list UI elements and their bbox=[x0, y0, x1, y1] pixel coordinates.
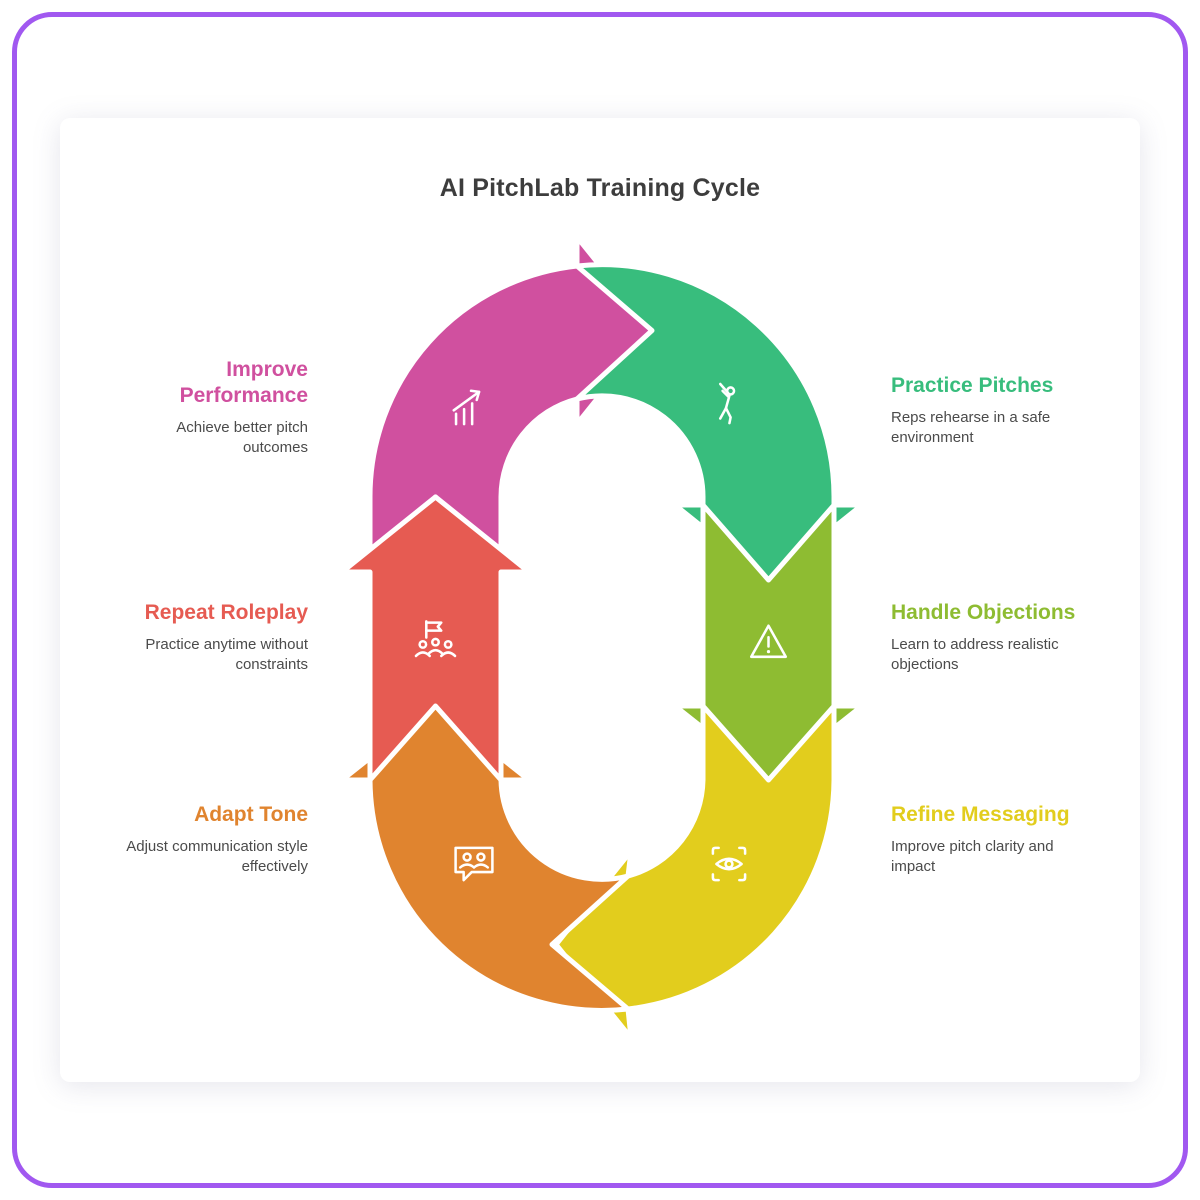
step-label-improve-performance: Improve Performance Achieve better pitch… bbox=[68, 357, 308, 458]
step-description: Improve pitch clarity and impact bbox=[891, 838, 1054, 876]
people-chat-icon bbox=[454, 846, 494, 882]
step-label-refine-messaging: Refine Messaging Improve pitch clarity a… bbox=[891, 802, 1131, 877]
step-title: Refine Messaging bbox=[891, 803, 1070, 826]
purple-frame bbox=[12, 12, 1188, 1188]
warning-triangle-icon bbox=[749, 624, 788, 659]
step-label-repeat-roleplay: Repeat Roleplay Practice anytime without… bbox=[68, 600, 308, 675]
cycle-segment-practice-pitches bbox=[574, 262, 865, 583]
step-title: Adapt Tone bbox=[194, 803, 308, 826]
page-title: AI PitchLab Training Cycle bbox=[439, 174, 761, 202]
step-title: Improve Performance bbox=[179, 358, 308, 408]
step-description: Achieve better pitch outcomes bbox=[176, 419, 308, 457]
step-label-handle-objections: Handle Objections Learn to address reali… bbox=[891, 600, 1131, 675]
flag-team-icon bbox=[414, 620, 457, 658]
step-description: Learn to address realistic objections bbox=[891, 636, 1059, 674]
chart-increase-icon bbox=[452, 389, 481, 426]
eye-scan-icon bbox=[711, 846, 747, 882]
pitcher-icon bbox=[718, 382, 736, 425]
step-description: Reps rehearse in a safe environment bbox=[891, 409, 1051, 447]
cycle-segment-refine-messaging bbox=[553, 703, 837, 1041]
step-description: Practice anytime without constraints bbox=[145, 636, 308, 674]
step-title: Repeat Roleplay bbox=[144, 601, 308, 624]
step-title: Practice Pitches bbox=[891, 374, 1054, 397]
cycle-segment-improve-performance bbox=[367, 234, 655, 575]
step-label-practice-pitches: Practice Pitches Reps rehearse in a safe… bbox=[891, 373, 1131, 448]
step-label-adapt-tone: Adapt Tone Adjust communication style ef… bbox=[68, 802, 308, 877]
step-title: Handle Objections bbox=[891, 601, 1076, 624]
step-description: Adjust communication style effectively bbox=[126, 838, 308, 876]
